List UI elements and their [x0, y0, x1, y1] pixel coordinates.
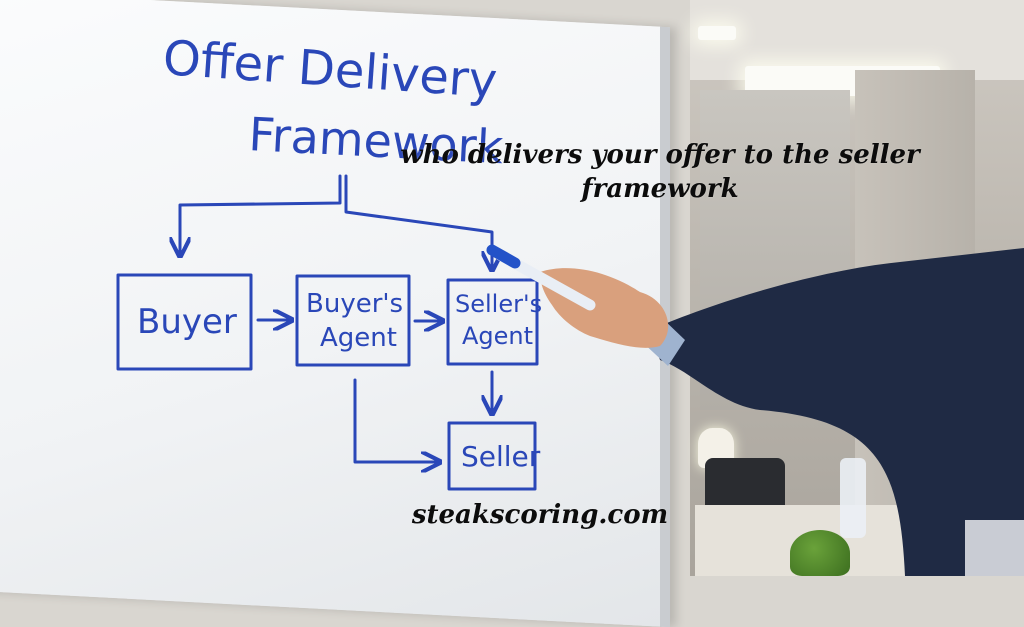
- seller-label: Seller: [461, 440, 541, 473]
- hand: [540, 268, 669, 348]
- presenter-arm: [486, 244, 1024, 576]
- suit-sleeve: [650, 248, 1024, 576]
- pillar-right: [965, 520, 1024, 576]
- water-bottle: [840, 458, 866, 538]
- sellers-agent-label-line2: Agent: [462, 322, 533, 350]
- ceiling-light: [698, 26, 736, 40]
- framework-diagram: Offer Delivery Framework Buyer Buyer's A…: [116, 30, 1024, 576]
- watermark: steakscoring.com: [411, 500, 669, 530]
- branch-line-left: [180, 174, 342, 256]
- sellers-agent-label-line1: Seller's: [455, 290, 542, 318]
- seller-box: [447, 421, 537, 491]
- diagram-title-line2: Framework: [247, 107, 504, 174]
- caption-overlay: who delivers your offer to the seller fr…: [400, 140, 920, 204]
- buyers-agent-label-line1: Buyer's: [306, 289, 403, 319]
- buyers-agent-box: [295, 274, 411, 367]
- arrow-buyers-agent-to-seller: [353, 378, 440, 462]
- sellers-agent-box: [446, 278, 539, 366]
- buyer-label: Buyer: [137, 302, 237, 342]
- marker-cap: [486, 244, 521, 269]
- diagram-title-line1: Offer Delivery: [161, 30, 499, 109]
- plant: [790, 530, 850, 576]
- buyer-box: [116, 273, 253, 371]
- buyers-agent-label-line2: Agent: [320, 323, 397, 353]
